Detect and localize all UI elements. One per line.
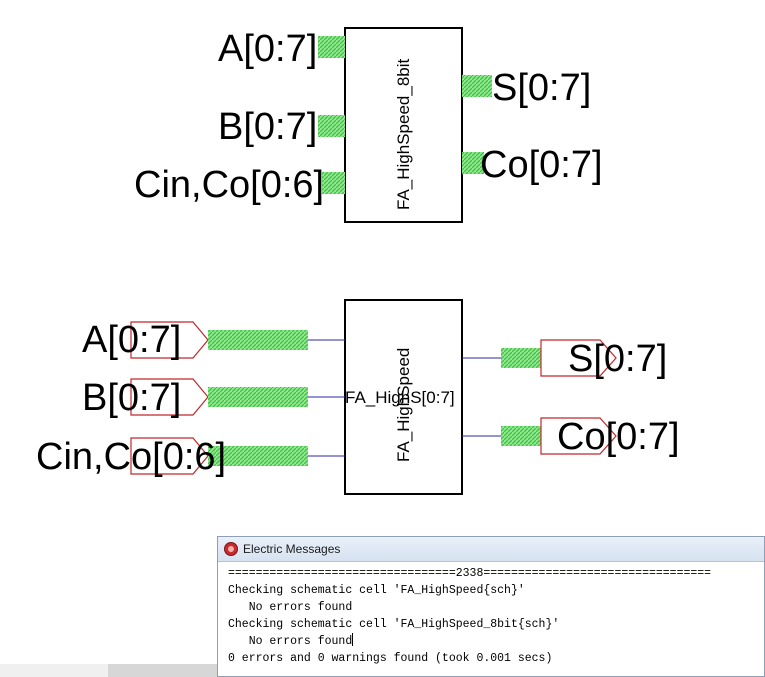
bus-co[interactable]: [501, 426, 541, 446]
icon-pin-b[interactable]: [318, 115, 345, 137]
message-line-text: No errors found: [228, 635, 353, 648]
electric-app-icon: [224, 542, 238, 556]
messages-text-area[interactable]: =================================2338===…: [228, 565, 711, 667]
export-label-b[interactable]: B[0:7]: [82, 377, 182, 419]
bus-b[interactable]: [208, 387, 308, 407]
bus-s[interactable]: [501, 348, 541, 368]
icon-pin-cin[interactable]: [322, 172, 345, 194]
bus-cin[interactable]: [208, 446, 308, 466]
icon-cell-name: FA_HighSpeed_8bit: [394, 58, 413, 210]
export-label-cin[interactable]: Cin,Co[0:6]: [36, 436, 227, 478]
messages-titlebar[interactable]: Electric Messages: [218, 537, 764, 562]
message-line: No errors found: [228, 633, 711, 650]
message-line: =================================2338===…: [228, 567, 712, 580]
export-shape-cin[interactable]: [130, 437, 209, 475]
message-line: No errors found: [228, 601, 353, 614]
bus-a[interactable]: [208, 330, 308, 350]
icon-pin-s[interactable]: [462, 75, 492, 97]
export-label-co[interactable]: Co[0:7]: [557, 416, 680, 458]
message-line: 0 errors and 0 warnings found (took 0.00…: [228, 652, 553, 665]
messages-window[interactable]: Electric Messages ======================…: [217, 536, 765, 677]
export-shape-s[interactable]: [540, 339, 617, 377]
text-caret: [352, 633, 354, 646]
messages-window-title: Electric Messages: [243, 542, 341, 556]
export-shape-b[interactable]: [130, 378, 209, 416]
icon-label-cin: Cin,Co[0:6]: [134, 164, 325, 206]
export-shape-co[interactable]: [540, 417, 617, 455]
instance-body[interactable]: [344, 299, 463, 495]
message-line: Checking schematic cell 'FA_HighSpeed{sc…: [228, 584, 525, 597]
instance-overlap-label: FA_HighS[0:7]: [345, 388, 455, 407]
icon-pin-a[interactable]: [318, 36, 345, 58]
icon-label-co: Co[0:7]: [480, 144, 603, 186]
export-shape-a[interactable]: [130, 321, 209, 359]
background-window-strip: [0, 664, 217, 677]
icon-pin-co[interactable]: [462, 152, 484, 174]
export-label-s[interactable]: S[0:7]: [568, 338, 668, 380]
icon-label-s: S[0:7]: [492, 67, 592, 109]
icon-label-a: A[0:7]: [218, 28, 318, 70]
icon-body[interactable]: [344, 27, 463, 223]
icon-label-b: B[0:7]: [218, 106, 318, 148]
message-line: Checking schematic cell 'FA_HighSpeed_8b…: [228, 618, 560, 631]
export-label-a[interactable]: A[0:7]: [82, 319, 182, 361]
